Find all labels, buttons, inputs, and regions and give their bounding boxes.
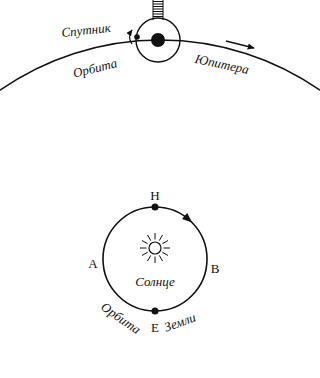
orbit-label: Орбита bbox=[99, 300, 143, 336]
sun-ray bbox=[159, 255, 162, 261]
sun-ray bbox=[148, 235, 151, 241]
satellite-label: Спутник bbox=[61, 21, 111, 39]
earth-h bbox=[152, 204, 159, 211]
point-letter: А bbox=[88, 257, 97, 270]
orbit-label: Орбита bbox=[72, 56, 119, 79]
earth-orbit bbox=[103, 207, 207, 311]
orbit-label: Земли bbox=[163, 310, 198, 333]
jupiter-orbit bbox=[0, 40, 320, 90]
sun-ray bbox=[142, 252, 148, 255]
sun-ray bbox=[148, 255, 151, 261]
shadow-hatch bbox=[153, 0, 163, 20]
sun-ray bbox=[164, 248, 171, 249]
sun-ray bbox=[159, 235, 162, 241]
sun-symbol bbox=[140, 233, 170, 263]
sun-ray bbox=[162, 252, 168, 255]
jupiter bbox=[151, 33, 165, 47]
sun-ray bbox=[140, 248, 147, 249]
satellite bbox=[134, 34, 140, 40]
point-letter: Е bbox=[151, 321, 159, 334]
satellite-arrow bbox=[130, 30, 133, 44]
sun-ray bbox=[142, 241, 148, 244]
point-letter: В bbox=[211, 262, 220, 275]
point-letter: Н bbox=[150, 189, 159, 202]
sun-ray bbox=[155, 257, 156, 264]
sun-label: Солнце bbox=[135, 275, 175, 288]
earth-e bbox=[152, 308, 159, 315]
orbit-label: Юпитера bbox=[194, 52, 250, 76]
satellite-orbit bbox=[136, 18, 180, 62]
sun-ray bbox=[155, 233, 156, 240]
motion-arrow bbox=[226, 41, 254, 48]
orbit-arrow bbox=[182, 213, 192, 223]
sun-ray bbox=[162, 241, 168, 244]
